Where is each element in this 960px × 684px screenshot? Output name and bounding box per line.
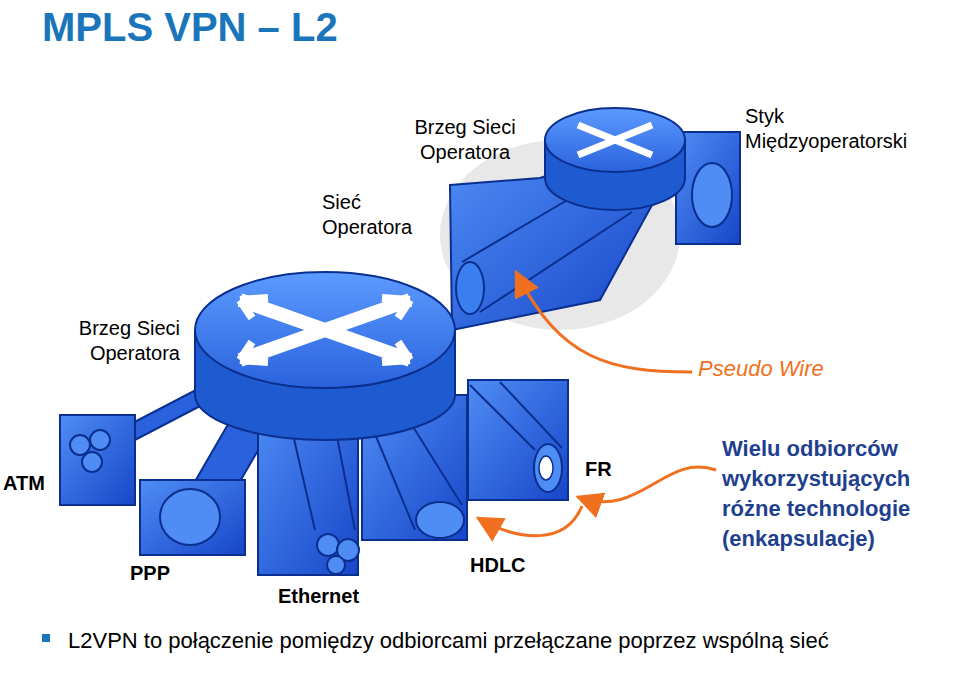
pseudo-wire-tunnel <box>456 262 484 314</box>
tech-label: Ethernet <box>278 584 398 609</box>
slide-title: MPLS VPN – L2 <box>42 2 642 52</box>
tech-label: ATM <box>3 471 63 496</box>
pseudo-wire-label: Pseudo Wire <box>698 355 898 383</box>
customer-tubes <box>317 534 339 556</box>
customer-tubes <box>90 430 110 450</box>
customer-tubes <box>327 556 345 574</box>
network-label: Sieć Operatora <box>322 190 442 240</box>
tech-label: HDLC <box>470 553 550 578</box>
tech-label: PPP <box>130 561 200 586</box>
edge-router-right <box>545 108 740 244</box>
edge-router-right <box>545 108 685 172</box>
customer-tubes <box>70 435 90 455</box>
leader-arrow <box>516 272 692 372</box>
customer-tubes <box>416 502 464 538</box>
node-label: Brzeg Sieci Operatora <box>392 115 538 165</box>
customer-tubes <box>470 385 535 450</box>
customer-tubes <box>160 489 220 545</box>
leader-arrow <box>478 506 582 536</box>
leader-arrow <box>478 272 716 536</box>
edge-router-right <box>578 125 652 155</box>
pseudo-wire-tunnel <box>480 212 632 312</box>
callout-note: Wielu odbiorców wykorzystujących różne t… <box>722 434 956 554</box>
tech-label: FR <box>585 457 635 482</box>
customer-tubes <box>60 415 135 505</box>
interconnect-label: Styk Międzyoperatorski <box>745 104 950 154</box>
edge-router-left <box>195 272 455 440</box>
customer-tubes <box>82 452 102 472</box>
edge-router-left <box>240 300 410 360</box>
node-label: Brzeg Sieci Operatora <box>30 316 180 366</box>
bullet-marker <box>42 634 50 642</box>
edge-router-left <box>195 272 455 388</box>
edge-router-right <box>692 163 732 227</box>
customer-tubes <box>539 456 553 480</box>
customer-tubes <box>534 444 562 492</box>
customer-tubes <box>468 380 568 500</box>
customer-tubes <box>500 382 562 448</box>
bullet-caption: L2VPN to połączenie pomiędzy odbiorcami … <box>68 627 948 655</box>
bullet-marker <box>42 634 50 642</box>
customer-tubes <box>140 480 245 555</box>
edge-router-left <box>240 298 410 362</box>
